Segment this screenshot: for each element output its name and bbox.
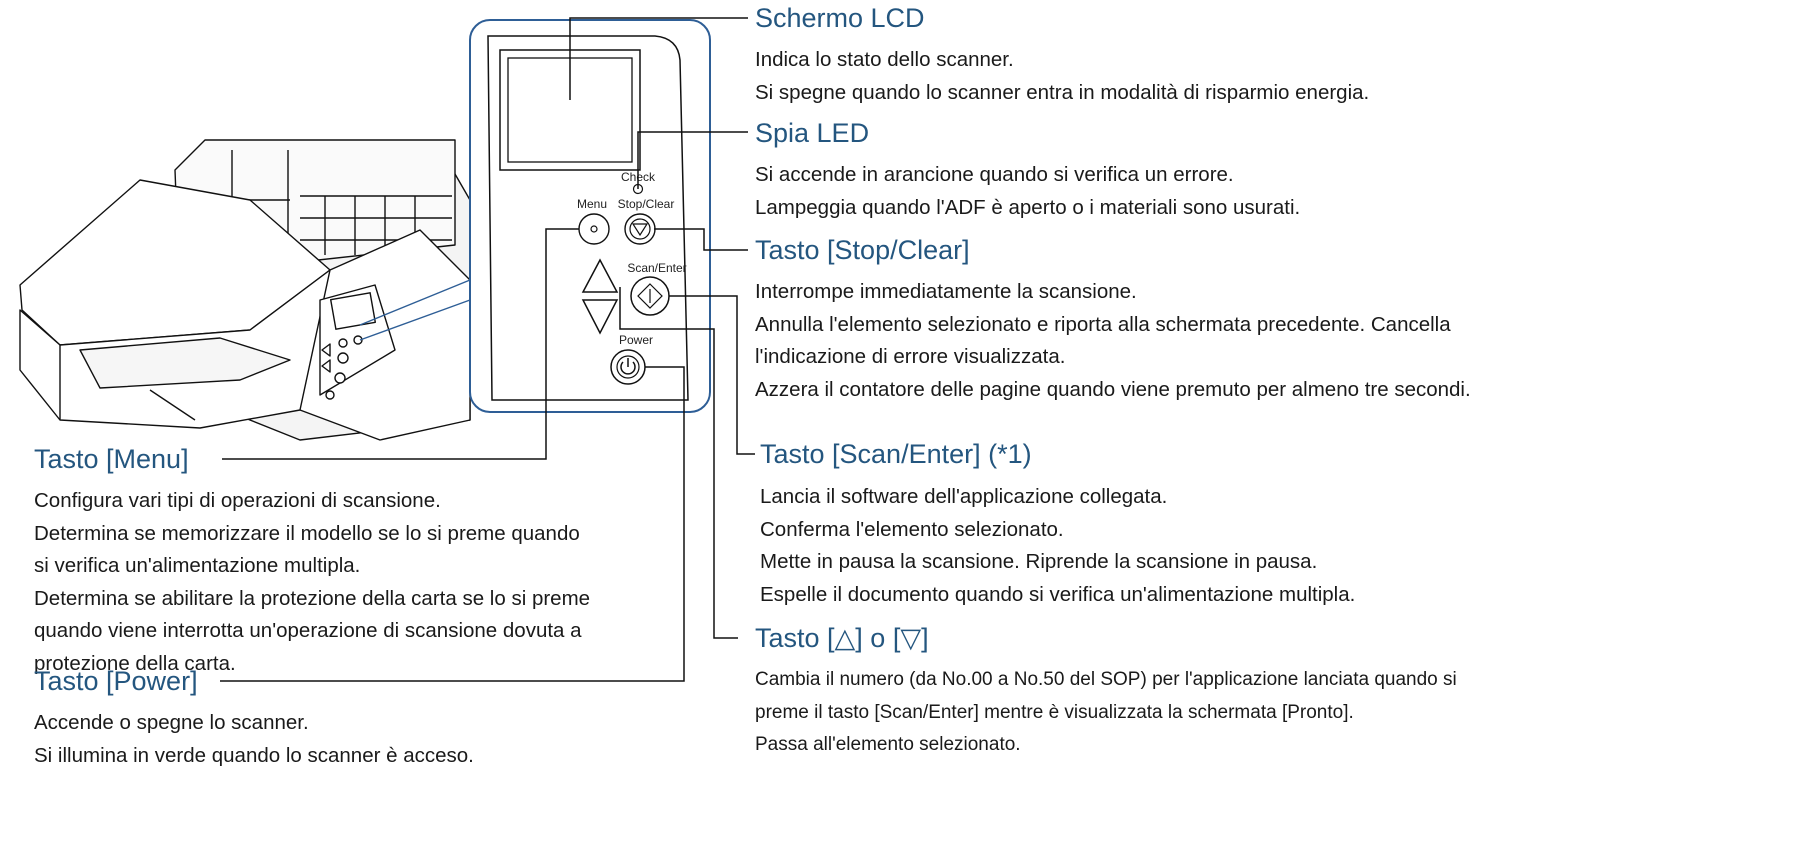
menu-button[interactable] xyxy=(578,213,610,245)
leader-lcd xyxy=(569,17,748,100)
callout-arrows: Tasto [△] o [▽] Cambia il numero (da No.… xyxy=(755,622,1457,762)
callout-arrows-line: preme il tasto [Scan/Enter] mentre è vis… xyxy=(755,701,1354,723)
stop-clear-button[interactable] xyxy=(624,213,656,245)
callout-menu-line: si verifica un'alimentazione multipla. xyxy=(34,554,361,577)
leader-arrows xyxy=(619,287,738,639)
callout-lcd-line: Si spegne quando lo scanner entra in mod… xyxy=(755,80,1370,104)
scan-enter-button[interactable] xyxy=(630,276,670,316)
callout-stop-clear-title: Tasto [Stop/Clear] xyxy=(755,235,970,265)
callout-stop-clear-line: Azzera il contatore delle pagine quando … xyxy=(755,377,1471,401)
scanner-illustration xyxy=(19,139,471,441)
callout-lcd-line: Indica lo stato dello scanner. xyxy=(755,48,1014,71)
leader-menu xyxy=(222,228,579,460)
callout-power-line: Accende o spegne lo scanner. xyxy=(34,711,309,734)
scan-enter-label: Scan/Enter xyxy=(627,261,686,275)
callout-scan-enter-line: Conferma l'elemento selezionato. xyxy=(760,517,1064,541)
callout-led-line: Si accende in arancione quando si verifi… xyxy=(755,163,1234,186)
callout-menu-line: Configura vari tipi di operazioni di sca… xyxy=(34,489,441,512)
callout-scan-enter-title: Tasto [Scan/Enter] (*1) xyxy=(760,439,1032,469)
stop-clear-label: Stop/Clear xyxy=(618,197,675,211)
callout-stop-clear-line: l'indicazione di errore visualizzata. xyxy=(755,345,1066,368)
leader-lines xyxy=(220,17,755,682)
callout-stop-clear-line: Interrompe immediatamente la scansione. xyxy=(755,280,1137,303)
power-label: Power xyxy=(619,333,653,347)
callout-menu-line: Determina se abilitare la protezione del… xyxy=(34,586,591,610)
callout-stop-clear-line: Annulla l'elemento selezionato e riporta… xyxy=(755,312,1451,336)
callout-led-title: Spia LED xyxy=(755,118,870,148)
callout-power: Tasto [Power] Accende o spegne lo scanne… xyxy=(34,665,474,772)
down-arrow-button[interactable] xyxy=(581,299,619,335)
callout-scan-enter: Tasto [Scan/Enter] (*1) Lancia il softwa… xyxy=(760,438,1355,611)
callout-scan-enter-line: Mette in pausa la scansione. Riprende la… xyxy=(760,550,1318,573)
up-arrow-button[interactable] xyxy=(581,258,619,293)
callout-power-title: Tasto [Power] xyxy=(34,666,198,696)
callout-stop-clear: Tasto [Stop/Clear] Interrompe immediatam… xyxy=(755,234,1471,406)
leader-stop-clear xyxy=(654,228,748,251)
callout-menu-line: Determina se memorizzare il modello se l… xyxy=(34,521,580,545)
callout-power-line: Si illumina in verde quando lo scanner è… xyxy=(34,743,474,767)
power-button[interactable] xyxy=(610,349,646,385)
callout-lcd-title: Schermo LCD xyxy=(755,3,925,33)
callout-scan-enter-line: Espelle il documento quando si verifica … xyxy=(760,582,1356,606)
callout-lcd: Schermo LCD Indica lo stato dello scanne… xyxy=(755,2,1369,109)
callout-menu-line: quando viene interrotta un'operazione di… xyxy=(34,619,582,642)
callout-led-line: Lampeggia quando l'ADF è aperto o i mate… xyxy=(755,195,1301,219)
callout-arrows-line: Passa all'elemento selezionato. xyxy=(755,734,1021,755)
callout-menu: Tasto [Menu] Configura vari tipi di oper… xyxy=(34,443,590,680)
leader-scan-enter xyxy=(669,295,755,455)
callout-arrows-title: Tasto [△] o [▽] xyxy=(755,623,929,653)
leader-led xyxy=(637,131,748,189)
callout-led: Spia LED Si accende in arancione quando … xyxy=(755,117,1300,224)
power-icon xyxy=(620,361,636,375)
callout-menu-title: Tasto [Menu] xyxy=(34,444,189,474)
leader-power xyxy=(220,366,685,682)
lcd-screen xyxy=(499,49,641,171)
stop-icon xyxy=(631,223,649,237)
callout-scan-enter-line: Lancia il software dell'applicazione col… xyxy=(760,485,1168,508)
callout-arrows-line: Cambia il numero (da No.00 a No.50 del S… xyxy=(755,669,1457,690)
menu-label: Menu xyxy=(577,197,607,211)
callout-menu-line: protezione della carta. xyxy=(34,651,236,675)
